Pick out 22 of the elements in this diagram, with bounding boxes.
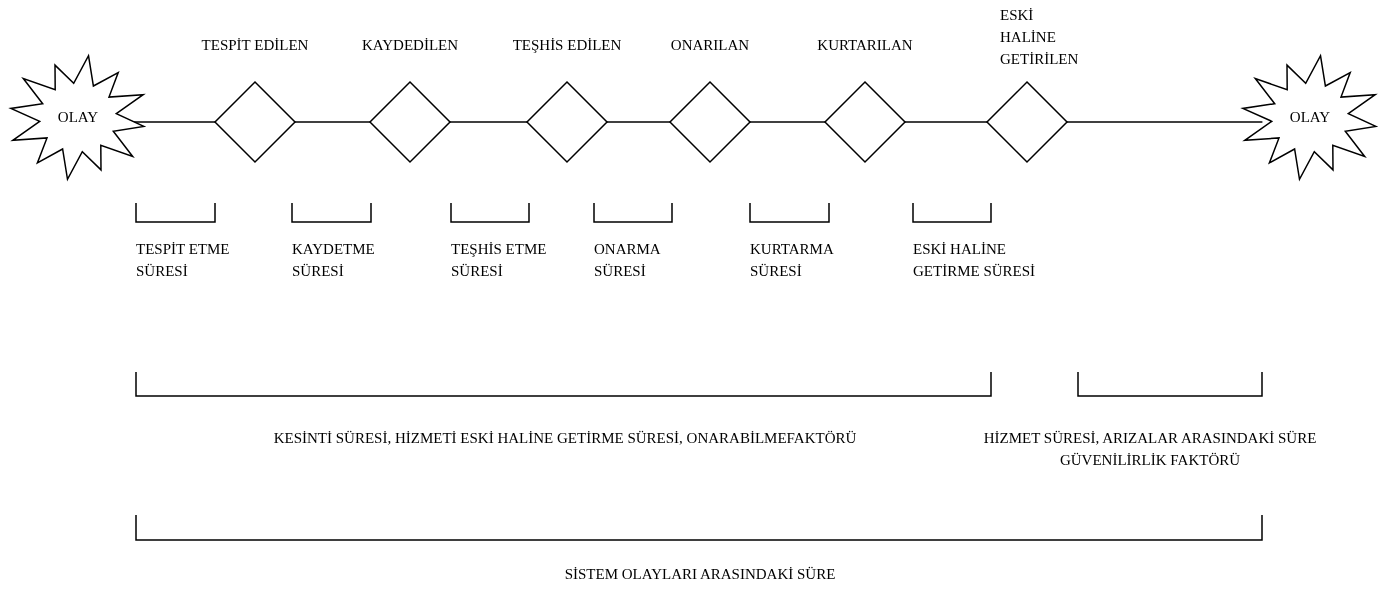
node-label: OLAY [57,109,99,126]
node-heading: TEŞHİS EDİLEN [511,36,623,55]
duration-label: TESPİT ETME SÜRESİ [136,240,231,281]
duration-label: HİZMET SÜRESİ, ARIZALAR ARASINDAKİ SÜRE GÜVENİLİRLİK FAKTÖRÜ [982,429,1318,470]
connector-line [449,121,528,123]
node-heading: KURTARILAN [816,36,914,55]
node-heading: KAYDEDİLEN [360,36,460,55]
duration-label: ONARMA SÜRESİ [594,240,661,281]
connector-line [1066,121,1264,123]
connector-line [749,121,826,123]
node-label: OLAY [1289,109,1331,126]
connector-line [294,121,371,123]
duration-label: KURTARMA SÜRESİ [750,240,835,281]
node-heading: ESKİ HALİNE GETİRİLEN [1000,6,1080,69]
duration-label: ESKİ HALİNE GETİRME SÜRESİ [913,240,1037,281]
node-heading: TESPİT EDİLEN [200,36,310,55]
duration-label: KESİNTİ SÜRESİ, HİZMETİ ESKİ HALİNE GETİRME SÜRESİ, ONARABİLMEFAKTÖRÜ [272,429,858,448]
duration-label: KAYDETME SÜRESİ [292,240,376,281]
duration-label: SİSTEM OLAYLARI ARASINDAKİ SÜRE [563,565,837,584]
connector-line [606,121,671,123]
connector-line [904,121,988,123]
duration-label: TEŞHİS ETME SÜRESİ [451,240,548,281]
